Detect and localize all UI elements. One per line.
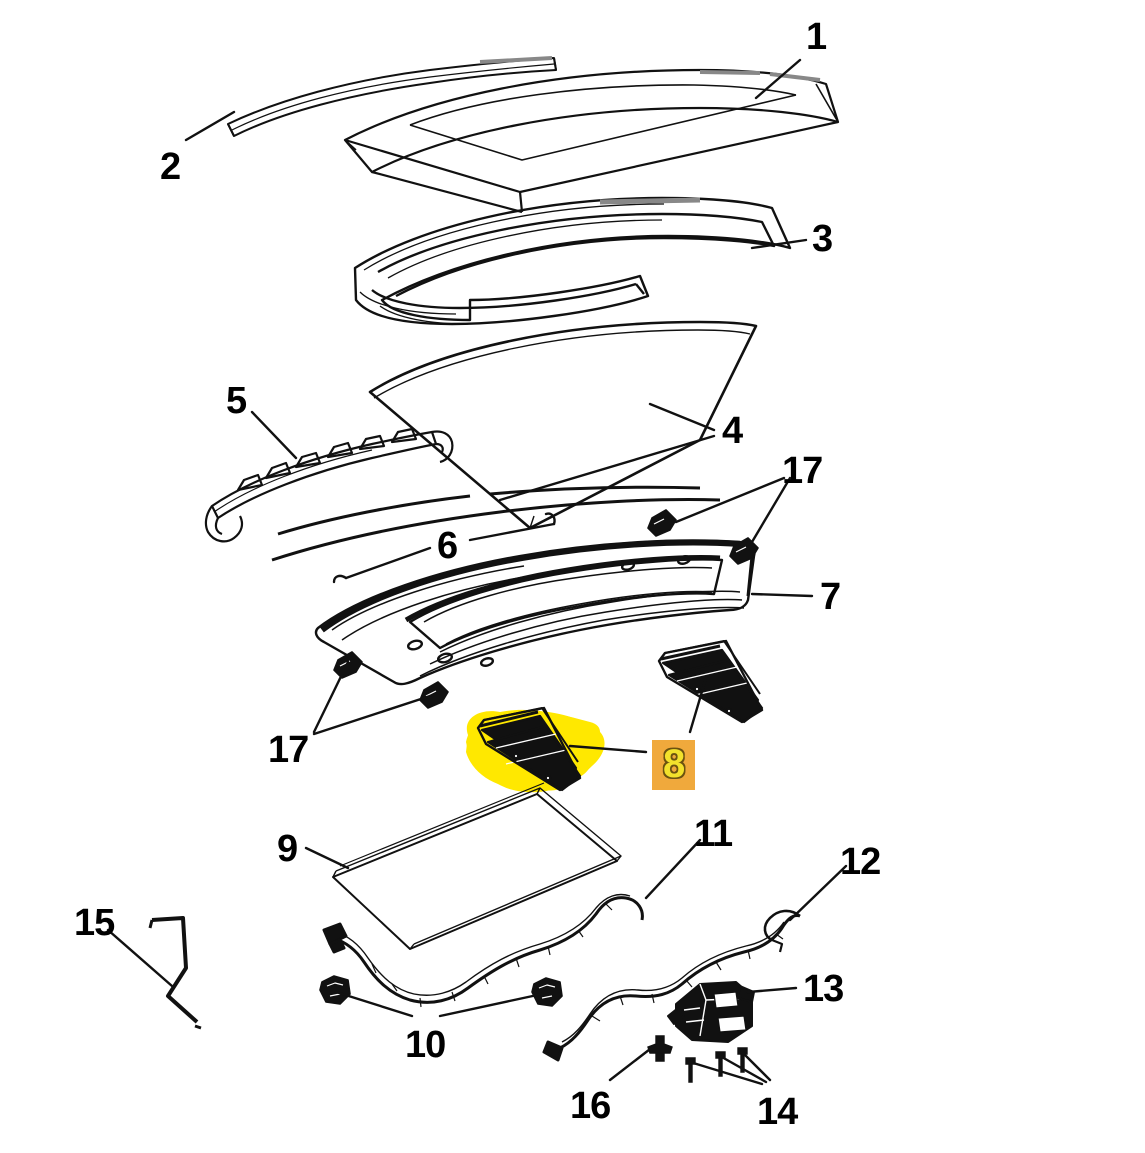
leader-4b [498, 434, 716, 502]
leader-6b [344, 546, 432, 580]
leader-15 [106, 928, 174, 988]
leader-11 [644, 838, 702, 900]
callout-16: 16 [570, 1085, 611, 1127]
part-16-motor-grommet [647, 1035, 673, 1062]
part-4-weatherstrip [271, 320, 758, 562]
leader-10a [334, 990, 414, 1018]
callout-15: 15 [74, 902, 115, 944]
leader-2 [184, 110, 236, 142]
leader-14b [718, 1054, 768, 1084]
callout-14: 14 [757, 1091, 798, 1133]
part-12-drain-hose-rear [542, 909, 801, 1062]
leader-14a [688, 1060, 764, 1086]
callout-17-upper: 17 [782, 450, 823, 492]
callout-6: 6 [437, 525, 458, 567]
callout-5: 5 [226, 380, 247, 422]
part-8-guide-rail-left [476, 706, 582, 792]
leader-17b-1 [312, 660, 350, 734]
part-13-sunroof-motor [667, 981, 755, 1043]
leader-17b-2 [312, 694, 432, 736]
part-10-drain-hose-clip-right [531, 977, 563, 1007]
leader-10b [438, 992, 544, 1018]
callout-8-highlighted: 8 [652, 740, 696, 790]
callout-4: 4 [722, 410, 743, 452]
part-8-guide-rail-right [657, 639, 764, 724]
leader-1 [754, 58, 802, 100]
leader-4a [648, 402, 716, 432]
callout-3: 3 [812, 218, 833, 260]
leader-9 [304, 846, 350, 870]
callout-10: 10 [405, 1024, 446, 1066]
part-3-glass-seal-ring [353, 196, 792, 326]
part-10-drain-hose-clip-left [319, 975, 351, 1005]
leader-lines [106, 58, 848, 1086]
callout-13: 13 [803, 968, 844, 1010]
leader-13 [746, 986, 798, 994]
part-9-sunshade-panel [332, 782, 622, 950]
leader-6-hook-left [332, 574, 348, 584]
leader-17a-2 [750, 476, 792, 544]
part-17-frame-screws [333, 509, 759, 709]
part-1-glass-panel [343, 68, 840, 214]
leader-5 [250, 410, 298, 460]
leader-6-hook-right [544, 512, 556, 526]
leader-6a [468, 522, 556, 542]
callout-17-lower: 17 [268, 729, 309, 771]
callout-11: 11 [694, 813, 733, 855]
leader-8a [568, 744, 648, 754]
leader-12 [788, 864, 848, 922]
part-11-drain-hose-front [322, 893, 644, 1008]
callout-1: 1 [806, 16, 827, 58]
leader-7 [750, 592, 814, 598]
callout-2: 2 [160, 146, 181, 188]
leader-8b [688, 676, 708, 734]
part-7-sunroof-frame [314, 539, 756, 686]
leader-14c [740, 1050, 772, 1082]
leader-16 [608, 1044, 656, 1082]
callout-7: 7 [820, 576, 841, 618]
part-5-wind-deflector [204, 427, 454, 543]
leader-17a-1 [674, 476, 786, 524]
callout-12: 12 [840, 841, 881, 883]
part-2-roof-trim-molding [227, 56, 557, 137]
callout-9: 9 [277, 828, 298, 870]
leader-3 [750, 238, 808, 250]
part-15-crank-rod [148, 916, 202, 1030]
